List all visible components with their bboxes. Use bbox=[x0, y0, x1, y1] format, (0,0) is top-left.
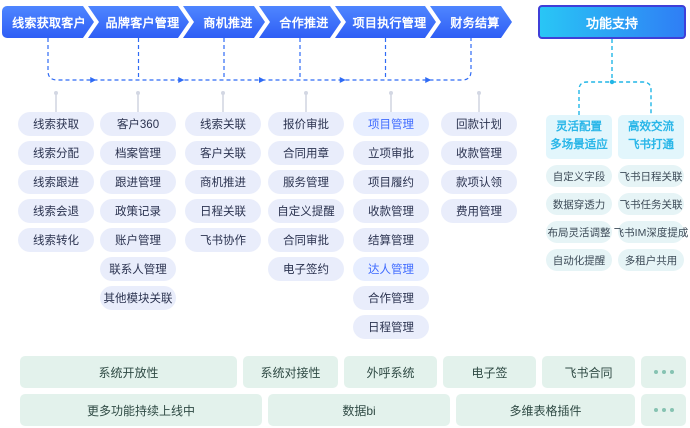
support-column-1: 灵活配置多场景适应自定义字段数据穿透力布局灵活调整自动化提醒 bbox=[546, 115, 612, 271]
feature-pill[interactable]: 线索获取 bbox=[18, 112, 94, 136]
capability-cell[interactable]: 系统对接性 bbox=[243, 356, 338, 388]
feature-pill[interactable]: 跟进管理 bbox=[100, 170, 176, 194]
flow-stage-1[interactable]: 线索获取客户 bbox=[2, 6, 94, 38]
feature-pill[interactable]: 飞书协作 bbox=[185, 228, 261, 252]
feature-pill[interactable]: 回款计划 bbox=[441, 112, 517, 136]
capability-cell[interactable]: 电子签 bbox=[443, 356, 536, 388]
feature-pill[interactable]: 日程管理 bbox=[353, 315, 429, 339]
capability-cell[interactable]: 外呼系统 bbox=[344, 356, 437, 388]
more-ellipsis-button[interactable] bbox=[641, 394, 686, 426]
feature-pill[interactable]: 档案管理 bbox=[100, 141, 176, 165]
support-pill[interactable]: 飞书IM深度提成 bbox=[614, 221, 688, 243]
feature-column-5: 项目管理立项审批项目履约收款管理结算管理达人管理合作管理日程管理 bbox=[353, 112, 429, 339]
feature-pill[interactable]: 商机推进 bbox=[185, 170, 261, 194]
feature-pill[interactable]: 合作管理 bbox=[353, 286, 429, 310]
flow-stage-label: 品牌客户管理 bbox=[105, 15, 180, 30]
feature-pill[interactable]: 电子签约 bbox=[268, 257, 344, 281]
support-header-box[interactable]: 功能支持 bbox=[538, 5, 686, 39]
feature-column-1: 线索获取线索分配线索跟进线索会退线索转化 bbox=[18, 112, 94, 252]
support-column-2: 高效交流飞书打通飞书日程关联飞书任务关联飞书IM深度提成多租户共用 bbox=[614, 115, 688, 271]
feature-column-2: 客户360 档案管理跟进管理政策记录账户管理联系人管理其他模块关联 bbox=[100, 112, 176, 310]
feature-pill[interactable]: 政策记录 bbox=[100, 199, 176, 223]
support-pill[interactable]: 多租户共用 bbox=[618, 249, 684, 271]
support-column-header[interactable]: 灵活配置多场景适应 bbox=[546, 115, 612, 159]
flow-stage-6[interactable]: 财务结算 bbox=[430, 6, 512, 38]
feature-pill[interactable]: 报价审批 bbox=[268, 112, 344, 136]
capability-cell[interactable]: 更多功能持续上线中 bbox=[20, 394, 262, 426]
support-header-line1: 灵活配置 bbox=[556, 121, 602, 134]
feature-pill[interactable]: 服务管理 bbox=[268, 170, 344, 194]
support-pill[interactable]: 布局灵活调整 bbox=[546, 221, 612, 243]
feature-column-6: 回款计划收款管理款项认领费用管理 bbox=[441, 112, 517, 223]
feature-pill[interactable]: 联系人管理 bbox=[100, 257, 176, 281]
capability-cell[interactable]: 数据bi bbox=[268, 394, 450, 426]
support-header-label: 功能支持 bbox=[585, 15, 638, 31]
support-header-line1: 高效交流 bbox=[628, 121, 674, 134]
feature-pill[interactable]: 费用管理 bbox=[441, 199, 517, 223]
feature-pill[interactable]: 线索关联 bbox=[185, 112, 261, 136]
feature-pill[interactable]: 其他模块关联 bbox=[100, 286, 176, 310]
feature-pill[interactable]: 项目履约 bbox=[353, 170, 429, 194]
more-ellipsis-button[interactable] bbox=[641, 356, 686, 388]
support-pill[interactable]: 飞书任务关联 bbox=[618, 193, 684, 215]
flow-stage-label: 线索获取客户 bbox=[12, 15, 86, 30]
flow-stage-2[interactable]: 品牌客户管理 bbox=[88, 6, 189, 38]
flow-stage-label: 财务结算 bbox=[450, 15, 500, 30]
capability-label: 多维表格插件 bbox=[509, 403, 582, 418]
feature-pill[interactable]: 合同用章 bbox=[268, 141, 344, 165]
support-column-header[interactable]: 高效交流飞书打通 bbox=[618, 115, 684, 159]
support-header-line2: 多场景适应 bbox=[550, 139, 608, 151]
feature-pill[interactable]: 收款管理 bbox=[353, 199, 429, 223]
feature-pill[interactable]: 合同审批 bbox=[268, 228, 344, 252]
feature-pill[interactable]: 立项审批 bbox=[353, 141, 429, 165]
capability-label: 更多功能持续上线中 bbox=[86, 403, 195, 418]
feature-pill[interactable]: 自定义提醒 bbox=[268, 199, 344, 223]
ellipsis-icon bbox=[653, 408, 674, 412]
capability-cell[interactable]: 多维表格插件 bbox=[456, 394, 635, 426]
flow-stage-label: 商机推进 bbox=[203, 15, 253, 30]
flow-stage-3[interactable]: 商机推进 bbox=[183, 6, 265, 38]
support-header-line2: 飞书打通 bbox=[628, 139, 674, 151]
feature-column-3: 线索关联客户关联商机推进日程关联飞书协作 bbox=[185, 112, 261, 252]
capability-label: 系统开放性 bbox=[98, 365, 159, 380]
feature-pill[interactable]: 项目管理 bbox=[353, 112, 429, 136]
support-pill[interactable]: 自动化提醒 bbox=[546, 249, 612, 271]
flow-stage-label: 合作推进 bbox=[279, 15, 329, 30]
feature-pill[interactable]: 线索会退 bbox=[18, 199, 94, 223]
feature-pill[interactable]: 款项认领 bbox=[441, 170, 517, 194]
capability-label: 数据bi bbox=[342, 403, 376, 418]
feature-pill[interactable]: 收款管理 bbox=[441, 141, 517, 165]
feature-column-4: 报价审批合同用章服务管理自定义提醒合同审批电子签约 bbox=[268, 112, 344, 281]
ellipsis-icon bbox=[653, 370, 674, 374]
support-pill[interactable]: 飞书日程关联 bbox=[618, 165, 684, 187]
feature-pill[interactable]: 客户360 bbox=[100, 112, 176, 136]
feature-pill[interactable]: 线索跟进 bbox=[18, 170, 94, 194]
capability-cell[interactable]: 飞书合同 bbox=[542, 356, 635, 388]
feature-pill[interactable]: 客户关联 bbox=[185, 141, 261, 165]
feature-pill[interactable]: 线索分配 bbox=[18, 141, 94, 165]
flow-stage-4[interactable]: 合作推进 bbox=[259, 6, 341, 38]
support-pill[interactable]: 数据穿透力 bbox=[546, 193, 612, 215]
capability-cell[interactable]: 系统开放性 bbox=[20, 356, 237, 388]
capability-label: 系统对接性 bbox=[260, 365, 321, 380]
feature-pill[interactable]: 达人管理 bbox=[353, 257, 429, 281]
capability-label: 飞书合同 bbox=[564, 365, 613, 380]
support-pill[interactable]: 自定义字段 bbox=[546, 165, 612, 187]
capability-label: 外呼系统 bbox=[366, 365, 415, 380]
feature-pill[interactable]: 线索转化 bbox=[18, 228, 94, 252]
capability-label: 电子签 bbox=[471, 365, 508, 380]
flow-stage-label: 项目执行管理 bbox=[352, 15, 427, 30]
feature-pill[interactable]: 结算管理 bbox=[353, 228, 429, 252]
flow-stage-5[interactable]: 项目执行管理 bbox=[335, 6, 436, 38]
feature-pill[interactable]: 账户管理 bbox=[100, 228, 176, 252]
feature-pill[interactable]: 日程关联 bbox=[185, 199, 261, 223]
